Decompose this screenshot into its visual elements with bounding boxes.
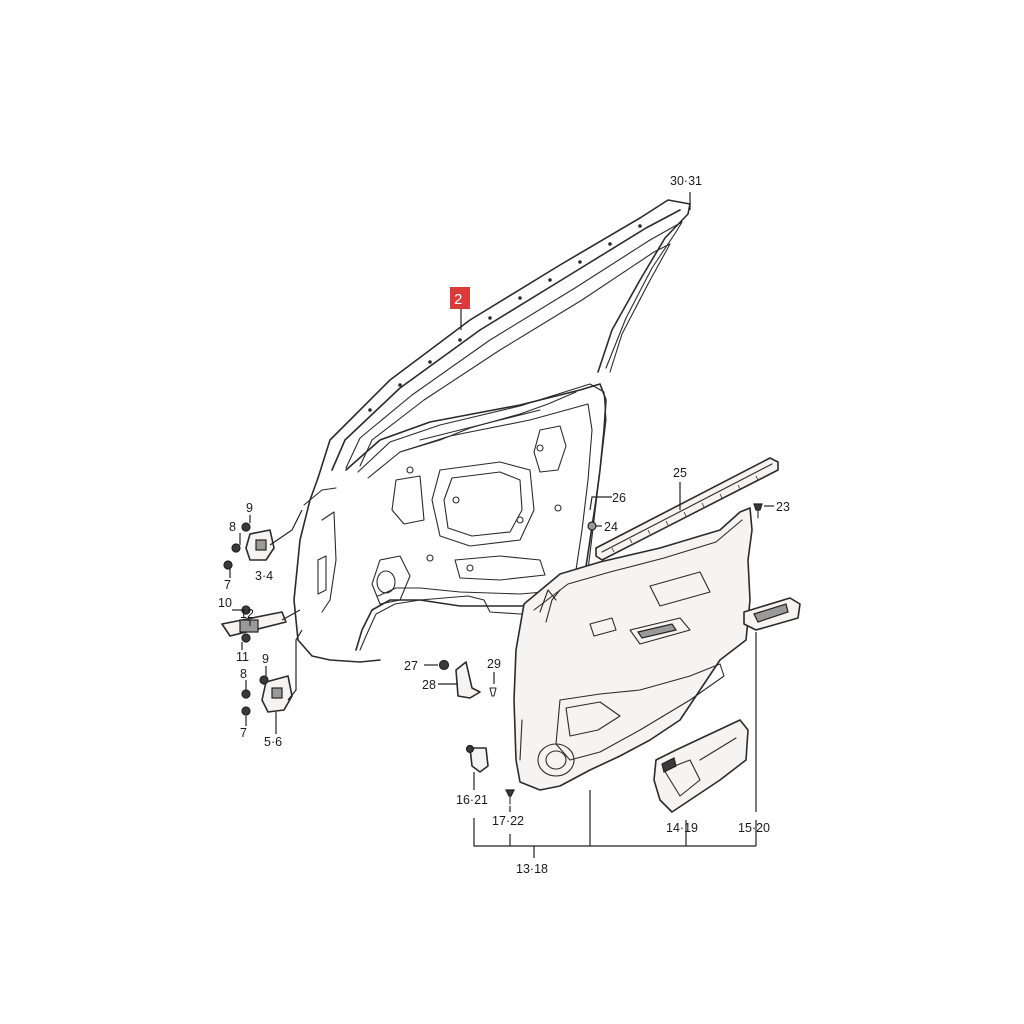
callout-highlight-box bbox=[450, 287, 470, 309]
callout-7-lower: 7 bbox=[240, 726, 247, 740]
small-fasteners-drawing bbox=[438, 503, 763, 697]
callout-24: 24 bbox=[604, 520, 618, 534]
callout-3-4: 3·4 bbox=[255, 569, 273, 583]
trim-panel-drawing bbox=[513, 507, 753, 791]
bracket-drawing bbox=[455, 661, 481, 699]
callout-2-highlight: 2 bbox=[450, 287, 470, 309]
callout-16-21: 16·21 bbox=[456, 793, 488, 807]
callout-12: 12 bbox=[240, 607, 254, 621]
callout-30-31: 30·31 bbox=[670, 174, 702, 188]
callout-9-lower: 9 bbox=[262, 652, 269, 666]
callout-23: 23 bbox=[776, 500, 790, 514]
callout-29: 29 bbox=[487, 657, 501, 671]
callout-10: 10 bbox=[218, 596, 232, 610]
callout-9-upper: 9 bbox=[246, 501, 253, 515]
lower-hinge-drawing bbox=[241, 675, 293, 716]
belt-molding-drawing bbox=[595, 457, 779, 561]
clip-screw-drawing bbox=[465, 744, 515, 805]
callout-2: 2 bbox=[454, 291, 462, 308]
callout-7-upper: 7 bbox=[224, 578, 231, 592]
callout-11: 11 bbox=[236, 650, 249, 664]
callout-8-upper: 8 bbox=[229, 520, 236, 534]
armrest-pocket-drawing bbox=[653, 719, 749, 813]
checker-drawing bbox=[221, 605, 287, 643]
upper-hinge-drawing bbox=[223, 522, 275, 570]
callout-25: 25 bbox=[673, 466, 687, 480]
callout-28: 28 bbox=[422, 678, 436, 692]
callout-27: 27 bbox=[404, 659, 418, 673]
hinge-leader-line bbox=[269, 509, 303, 701]
callout-15-20: 15·20 bbox=[738, 821, 770, 835]
callout-26: 26 bbox=[612, 491, 626, 505]
callout-8-lower: 8 bbox=[240, 667, 247, 681]
frame-rivets bbox=[368, 224, 642, 412]
leader-lines bbox=[229, 192, 774, 858]
callout-17-22: 17·22 bbox=[492, 814, 524, 828]
handle-bezel-drawing bbox=[743, 597, 801, 631]
callout-5-6: 5·6 bbox=[264, 735, 282, 749]
callout-14-19: 14·19 bbox=[666, 821, 698, 835]
callout-13-18: 13·18 bbox=[516, 862, 548, 876]
